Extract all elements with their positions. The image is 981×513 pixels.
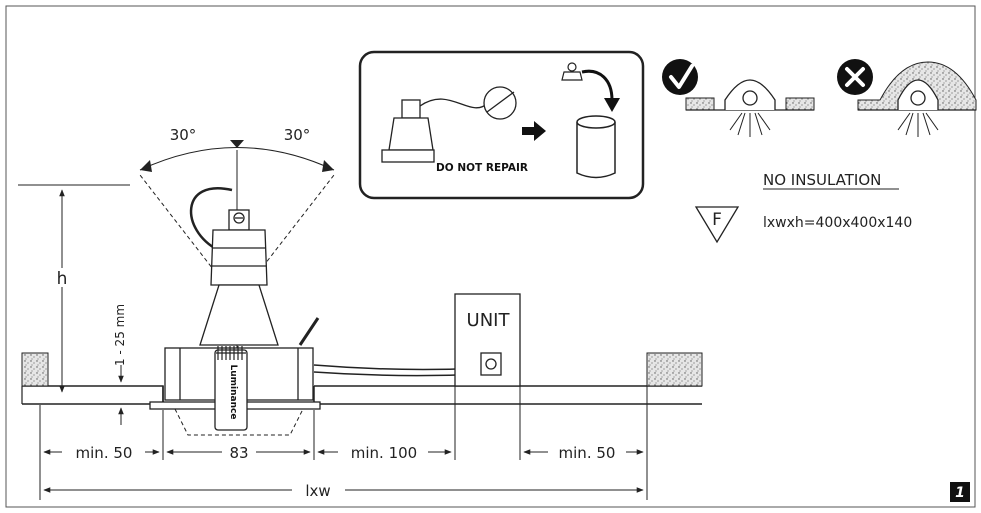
no-insulation-title: NO INSULATION: [763, 171, 881, 189]
do-not-repair-label: DO NOT REPAIR: [436, 162, 528, 174]
f-mark-label: F: [712, 210, 722, 230]
insulation-block-left: [21, 352, 49, 387]
lower-housing-outline: [174, 408, 304, 436]
luminaire: [149, 187, 321, 431]
dim-min-left: min. 50: [76, 444, 133, 462]
height-dimension: [18, 184, 130, 393]
dim-cutout: 83: [229, 444, 248, 462]
brand-label: Luminance: [228, 365, 238, 420]
dim-min-right: min. 50: [559, 444, 616, 462]
figure-number: 1: [955, 485, 965, 501]
incorrect-installation: [837, 59, 977, 137]
ceiling: [21, 385, 702, 405]
dim-min-mid: min. 100: [351, 444, 417, 462]
dim-total: lxw: [305, 482, 330, 500]
do-not-repair-panel: [358, 50, 645, 200]
height-label: h: [57, 269, 68, 289]
gap-range-label: 1 - 25 mm: [113, 304, 127, 366]
figure-number-badge: [950, 482, 970, 502]
unit-label: UNIT: [467, 310, 511, 331]
angle-left-label: 30°: [170, 126, 197, 144]
bottom-dimensions: [39, 386, 648, 500]
insulation-block-right: [646, 352, 703, 387]
f-mark-icon: [694, 206, 740, 244]
box-size-label: lxwxh=400x400x140: [763, 215, 912, 231]
beam-angle-guide: [139, 140, 335, 420]
outer-frame: [5, 5, 976, 508]
angle-right-label: 30°: [284, 126, 311, 144]
correct-installation: [662, 59, 815, 137]
